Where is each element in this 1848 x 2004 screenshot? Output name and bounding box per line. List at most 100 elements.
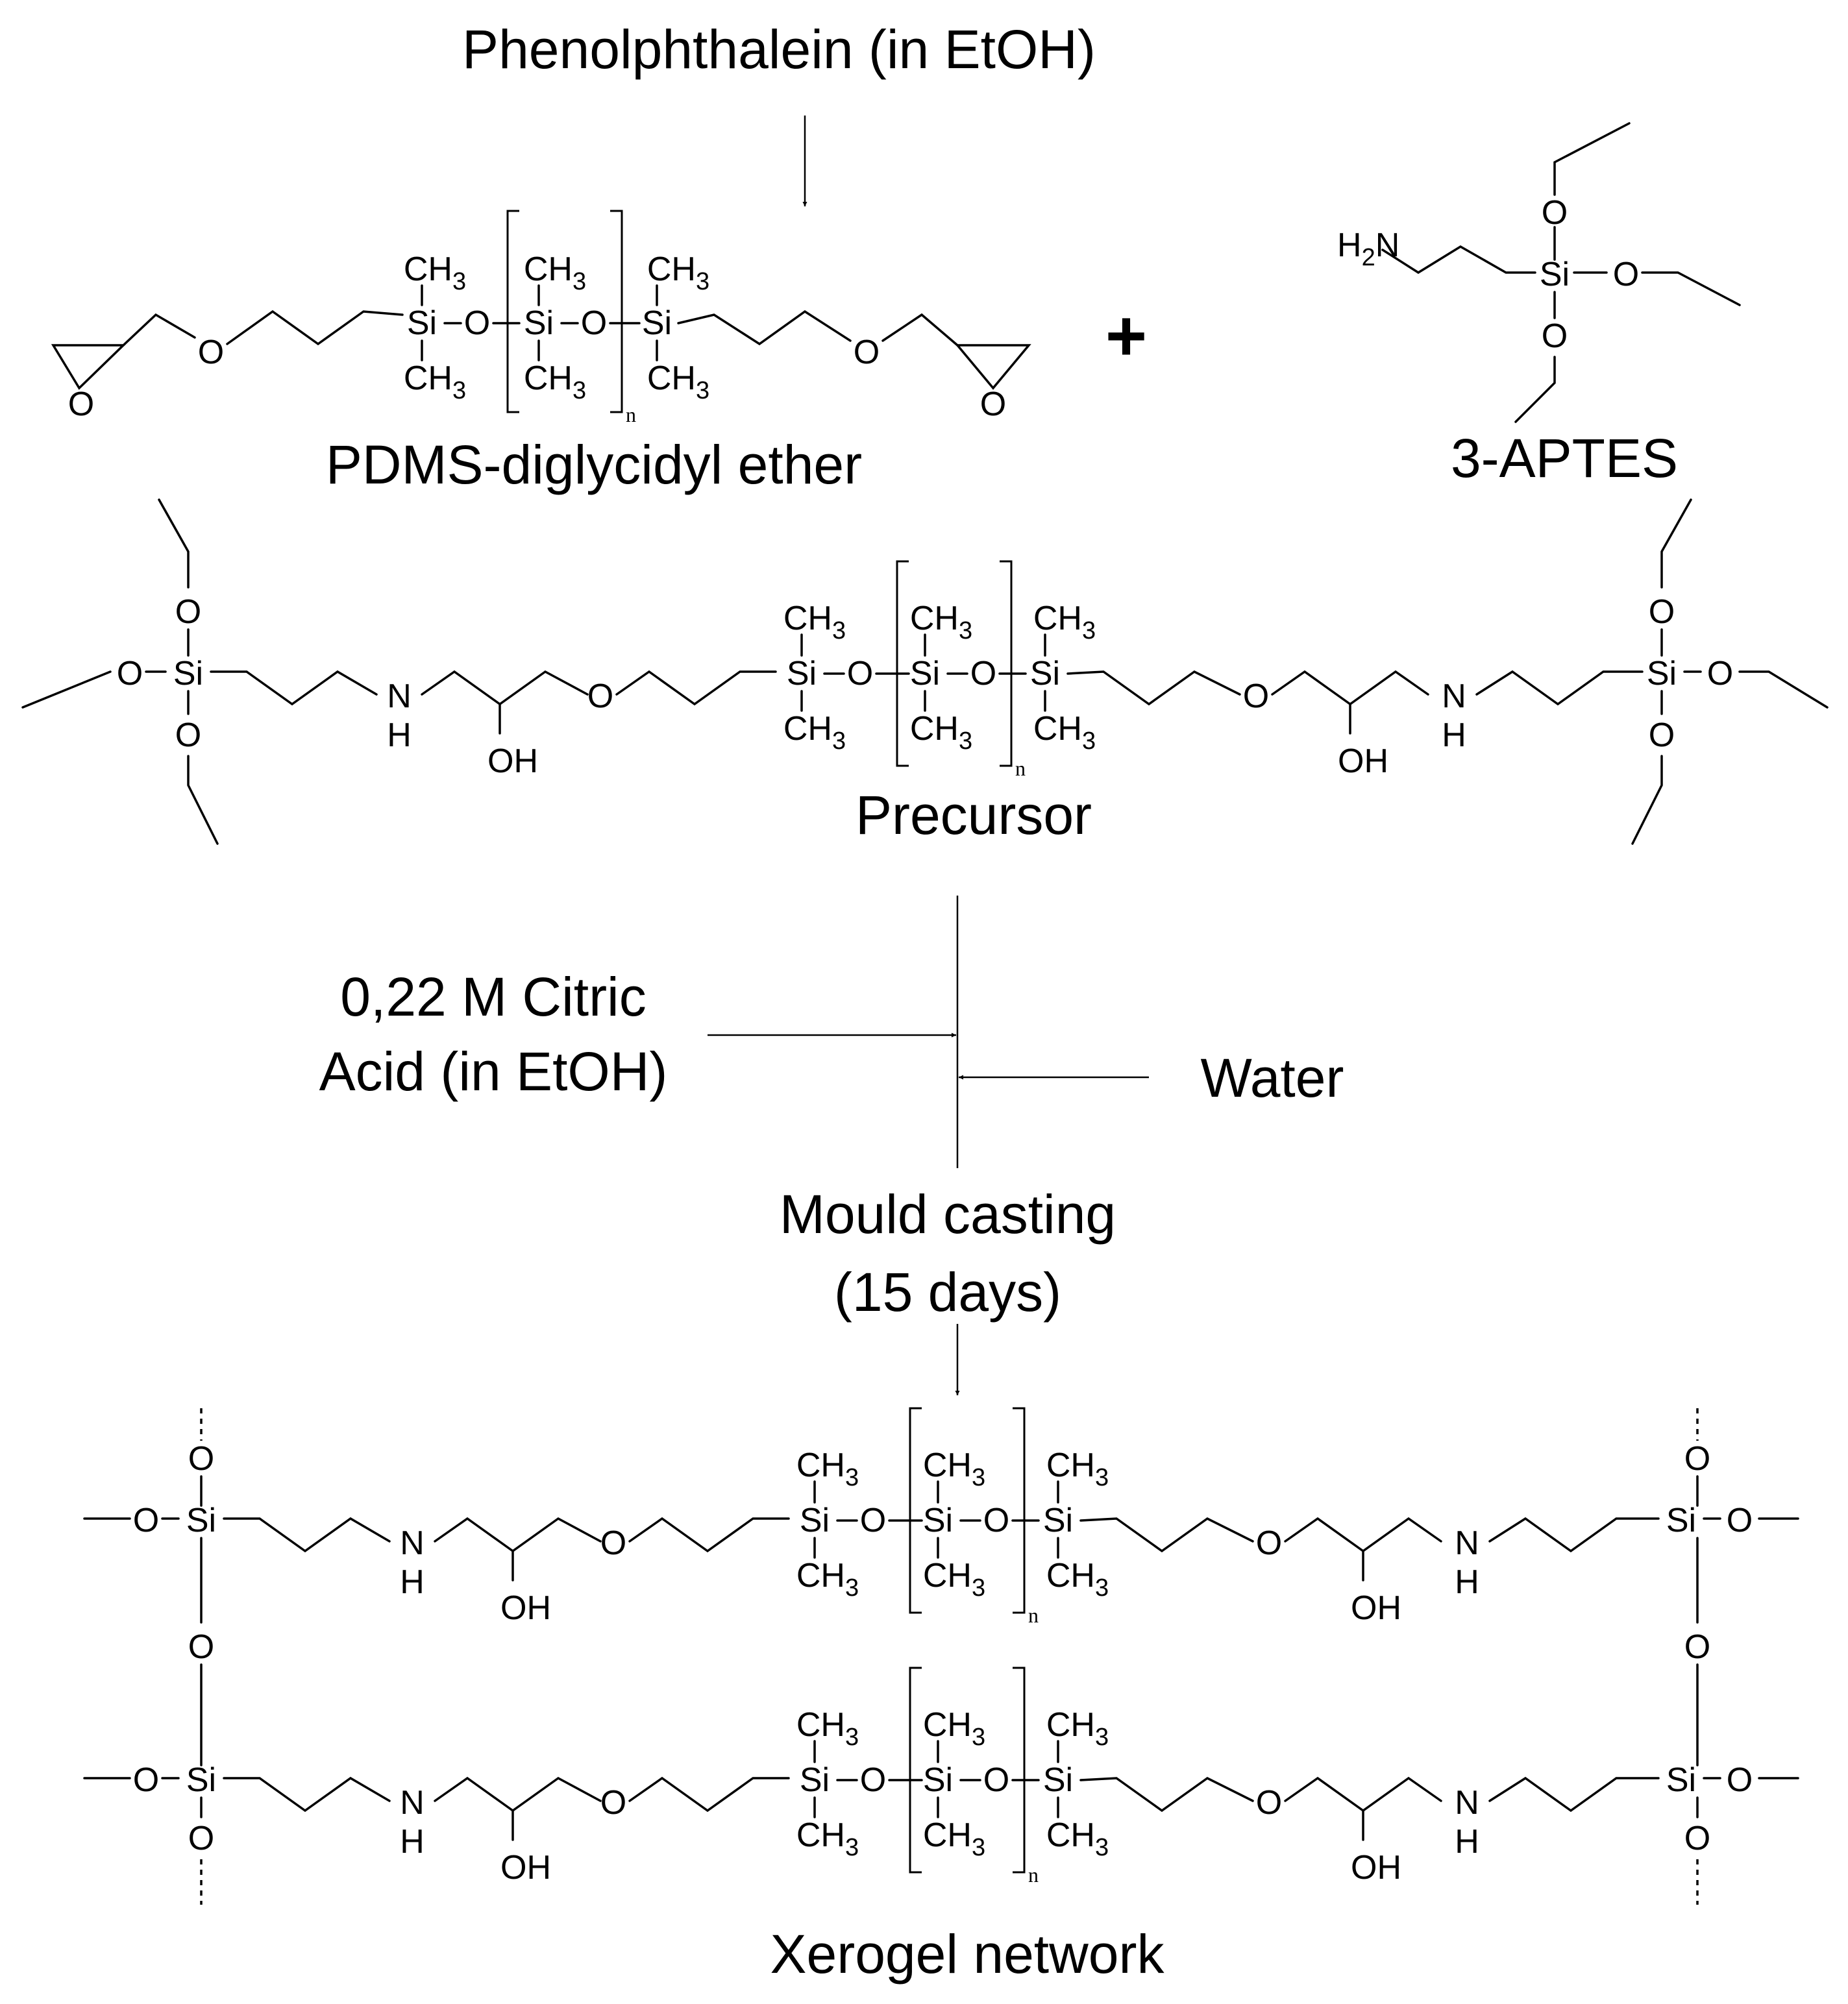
svg-text:H: H <box>1442 716 1466 754</box>
svg-text:O: O <box>133 1761 159 1799</box>
svg-text:O: O <box>1727 1502 1753 1539</box>
svg-text:N: N <box>387 678 412 715</box>
svg-text:Si: Si <box>923 1761 953 1799</box>
svg-text:CH3: CH3 <box>910 600 972 644</box>
svg-text:N: N <box>1455 1784 1479 1822</box>
svg-text:CH3: CH3 <box>647 250 709 295</box>
svg-text:CH3: CH3 <box>796 1447 859 1491</box>
svg-text:OH: OH <box>1338 742 1388 780</box>
svg-text:O: O <box>860 1502 886 1539</box>
svg-text:O: O <box>117 655 143 692</box>
svg-text:O: O <box>1613 256 1639 293</box>
svg-text:O: O <box>581 304 607 342</box>
svg-text:Si: Si <box>1540 256 1570 293</box>
svg-text:CH3: CH3 <box>1033 710 1096 755</box>
pdms-label: PDMS-diglycidyl ether <box>326 434 862 495</box>
plus-sign: + <box>1105 296 1147 376</box>
svg-text:O: O <box>133 1502 159 1539</box>
svg-text:Si: Si <box>800 1502 830 1539</box>
svg-text:Si: Si <box>1043 1502 1073 1539</box>
svg-text:O: O <box>1542 317 1568 355</box>
svg-text:CH3: CH3 <box>404 250 466 295</box>
svg-text:O: O <box>175 716 201 754</box>
svg-text:OH: OH <box>487 742 538 780</box>
svg-text:CH3: CH3 <box>1033 600 1096 644</box>
svg-text:n: n <box>1028 1604 1039 1627</box>
svg-text:Si: Si <box>910 655 940 692</box>
svg-text:Si: Si <box>642 304 672 342</box>
xerogel-network-structure: O O Si O O Si O O Si O O Si O O <box>83 1407 1799 1905</box>
svg-text:O: O <box>188 1628 214 1666</box>
svg-text:O: O <box>983 1502 1009 1539</box>
svg-text:CH3: CH3 <box>1046 1447 1109 1491</box>
svg-text:n: n <box>1028 1863 1039 1887</box>
water-label: Water <box>1201 1047 1344 1108</box>
svg-text:CH3: CH3 <box>524 360 586 404</box>
svg-text:CH3: CH3 <box>404 360 466 404</box>
svg-text:O: O <box>860 1761 886 1799</box>
svg-text:O: O <box>1684 1820 1710 1857</box>
svg-text:H: H <box>400 1823 425 1861</box>
svg-text:O: O <box>1649 716 1675 754</box>
svg-text:H2N: H2N <box>1337 226 1399 271</box>
svg-text:Si: Si <box>186 1761 216 1799</box>
svg-text:Si: Si <box>1666 1761 1696 1799</box>
svg-text:Si: Si <box>787 655 817 692</box>
svg-text:O: O <box>600 1524 626 1562</box>
svg-text:Si: Si <box>186 1502 216 1539</box>
svg-text:N: N <box>400 1524 425 1562</box>
svg-text:CH3: CH3 <box>524 250 586 295</box>
svg-text:N: N <box>1455 1524 1479 1562</box>
svg-text:Si: Si <box>524 304 554 342</box>
svg-text:Si: Si <box>923 1502 953 1539</box>
svg-text:Si: Si <box>173 655 203 692</box>
svg-text:OH: OH <box>1351 1589 1401 1627</box>
svg-text:O: O <box>188 1820 214 1857</box>
svg-text:CH3: CH3 <box>796 1706 859 1751</box>
svg-text:Si: Si <box>1043 1761 1073 1799</box>
svg-text:O: O <box>198 334 224 371</box>
phenolphthalein-label: Phenolphthalein (in EtOH) <box>462 19 1096 80</box>
svg-text:CH3: CH3 <box>796 1557 859 1602</box>
svg-text:Si: Si <box>800 1761 830 1799</box>
precursor-structure: O Si O O N H OH O Si CH3 CH3 O n Si CH3 … <box>21 498 1829 845</box>
svg-text:O: O <box>1243 678 1269 715</box>
svg-text:H: H <box>1455 1823 1479 1861</box>
svg-text:O: O <box>970 655 996 692</box>
aptes-structure: H2N Si O O O <box>1337 122 1741 423</box>
svg-text:O: O <box>1684 1440 1710 1478</box>
svg-text:N: N <box>400 1784 425 1822</box>
svg-text:O: O <box>1727 1761 1753 1799</box>
svg-text:Si: Si <box>1666 1502 1696 1539</box>
svg-text:n: n <box>1015 757 1026 780</box>
svg-text:O: O <box>1707 655 1733 692</box>
precursor-label: Precursor <box>856 785 1092 846</box>
svg-text:OH: OH <box>500 1589 551 1627</box>
svg-text:O: O <box>68 385 94 423</box>
svg-text:O: O <box>1684 1628 1710 1666</box>
svg-text:O: O <box>854 334 880 371</box>
svg-text:CH3: CH3 <box>923 1447 985 1491</box>
citric-acid-label-line1: 0,22 M Citric <box>340 966 646 1027</box>
citric-acid-label-line2: Acid (in EtOH) <box>319 1041 668 1102</box>
svg-text:CH3: CH3 <box>796 1816 859 1861</box>
svg-text:O: O <box>1256 1524 1282 1562</box>
svg-text:CH3: CH3 <box>783 600 846 644</box>
svg-text:OH: OH <box>1351 1849 1401 1887</box>
svg-text:CH3: CH3 <box>1046 1816 1109 1861</box>
svg-text:O: O <box>847 655 873 692</box>
svg-text:Si: Si <box>407 304 437 342</box>
mould-casting-label-line2: (15 days) <box>834 1262 1061 1323</box>
xerogel-network-label: Xerogel network <box>770 1924 1165 1985</box>
svg-text:H: H <box>387 716 412 754</box>
svg-text:N: N <box>1442 678 1466 715</box>
svg-text:CH3: CH3 <box>910 710 972 755</box>
svg-text:H: H <box>1455 1563 1479 1601</box>
svg-text:CH3: CH3 <box>923 1557 985 1602</box>
pdms-diglycidyl-ether-structure: O O Si CH3 CH3 O n Si CH3 CH3 O Si CH3 C… <box>51 210 1031 426</box>
svg-text:O: O <box>1649 593 1675 631</box>
svg-text:CH3: CH3 <box>783 710 846 755</box>
svg-text:O: O <box>587 678 613 715</box>
svg-text:CH3: CH3 <box>1046 1557 1109 1602</box>
